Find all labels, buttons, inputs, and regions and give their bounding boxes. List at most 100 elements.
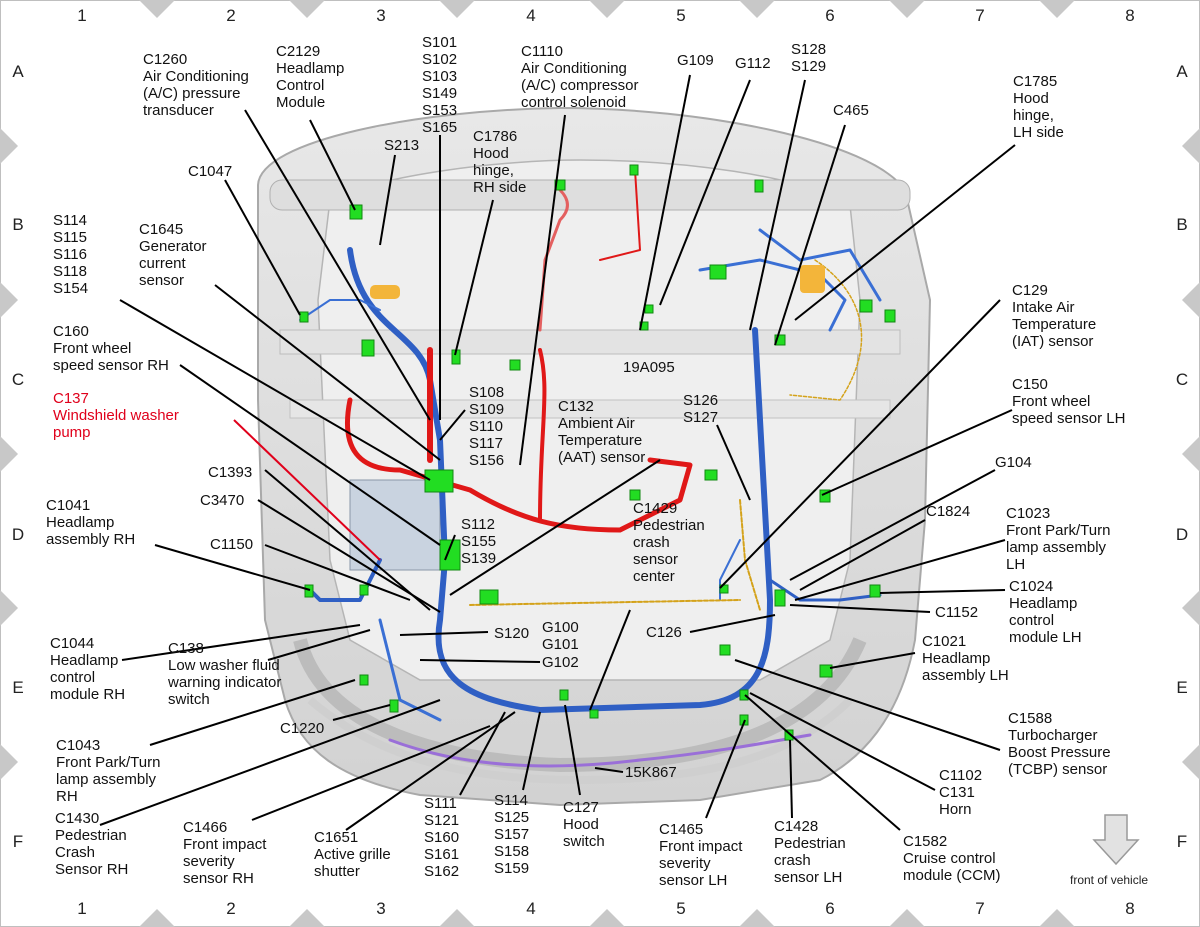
label-c1465: C1465 Front impact severity sensor LH bbox=[659, 821, 743, 889]
grid-col-bottom: 3 bbox=[376, 899, 386, 918]
relay-block bbox=[800, 265, 825, 293]
grid-col-top: 1 bbox=[77, 6, 87, 25]
label-c1021: C1021 Headlamp assembly LH bbox=[922, 633, 1009, 684]
border-marker bbox=[739, 0, 775, 18]
fuse-holder bbox=[370, 285, 400, 299]
label-s128-group: S128 S129 bbox=[791, 41, 827, 75]
front-arrow-icon bbox=[1092, 814, 1140, 866]
part-number-15k867: 15K867 bbox=[625, 764, 677, 781]
label-c1645: C1645 Generator current sensor bbox=[139, 221, 207, 289]
grid-col-top: 7 bbox=[975, 6, 985, 25]
label-c1024: C1024 Headlamp control module LH bbox=[1009, 578, 1082, 646]
grid-row-left: B bbox=[12, 215, 24, 234]
label-s114-group: S114 S115 S116 S118 S154 bbox=[53, 212, 89, 297]
battery-box bbox=[349, 479, 441, 571]
grid-row-right: E bbox=[1176, 678, 1188, 697]
label-c1786: C1786 Hood hinge, RH side bbox=[473, 128, 527, 196]
label-s101-group: S101 S102 S103 S149 S153 S165 bbox=[422, 34, 458, 136]
label-c129: C129 Intake Air Temperature (IAT) sensor bbox=[1012, 282, 1097, 350]
grid-col-bottom: 4 bbox=[526, 899, 536, 918]
label-c1220: C1220 bbox=[280, 720, 325, 737]
label-c160: C160 Front wheel speed sensor RH bbox=[53, 323, 169, 374]
harness-routes bbox=[299, 169, 882, 768]
grid-col-bottom: 6 bbox=[825, 899, 835, 918]
grid-row-right: C bbox=[1175, 370, 1189, 389]
border-marker bbox=[439, 909, 475, 927]
border-marker bbox=[1182, 436, 1200, 472]
label-c1043: C1043 Front Park/Turn lamp assembly RH bbox=[56, 737, 161, 805]
border-marker bbox=[0, 436, 18, 472]
label-g112: G112 bbox=[735, 55, 771, 72]
label-s126-group: S126 S127 bbox=[683, 392, 719, 426]
border-marker bbox=[589, 909, 625, 927]
label-c1152: C1152 bbox=[935, 604, 979, 621]
grid-col-bottom: 1 bbox=[77, 899, 87, 918]
label-c1430: C1430 Pedestrian Crash Sensor RH bbox=[55, 810, 129, 878]
grid-col-top: 8 bbox=[1125, 6, 1135, 25]
border-marker bbox=[889, 909, 925, 927]
label-c150: C150 Front wheel speed sensor LH bbox=[1012, 376, 1126, 427]
grid-row-right: F bbox=[1176, 832, 1188, 851]
grid-row-left: A bbox=[12, 62, 24, 81]
label-c127: C127 Hood switch bbox=[563, 799, 605, 850]
grid-col-top: 5 bbox=[676, 6, 686, 25]
label-g102: G102 bbox=[542, 654, 579, 671]
vehicle-body bbox=[257, 106, 932, 807]
label-c132: C132 Ambient Air Temperature (AAT) senso… bbox=[558, 398, 646, 466]
label-s120: S120 bbox=[494, 625, 530, 642]
label-c1102-group: C1102 C131 Horn bbox=[939, 767, 983, 818]
label-s108-group: S108 S109 S110 S117 S156 bbox=[469, 384, 505, 469]
grid-row-right: A bbox=[1176, 62, 1188, 81]
label-c1044: C1044 Headlamp control module RH bbox=[50, 635, 126, 703]
border-marker bbox=[0, 744, 18, 780]
grid-col-bottom: 7 bbox=[975, 899, 985, 918]
border-marker bbox=[289, 909, 325, 927]
border-marker bbox=[1039, 909, 1075, 927]
border-marker bbox=[1182, 128, 1200, 164]
grid-col-top: 3 bbox=[376, 6, 386, 25]
label-c1824: C1824 bbox=[926, 503, 971, 520]
label-c1041: C1041 Headlamp assembly RH bbox=[46, 497, 136, 548]
border-marker bbox=[739, 909, 775, 927]
label-s213: S213 bbox=[384, 137, 420, 154]
border-marker bbox=[139, 909, 175, 927]
border-marker bbox=[0, 590, 18, 626]
grid-row-left: D bbox=[11, 525, 25, 544]
border-marker bbox=[589, 0, 625, 18]
border-marker bbox=[0, 282, 18, 318]
border-marker bbox=[0, 128, 18, 164]
label-c1023: C1023 Front Park/Turn lamp assembly LH bbox=[1006, 505, 1111, 573]
grid-row-left: F bbox=[12, 832, 24, 851]
border-marker bbox=[1182, 282, 1200, 318]
border-marker bbox=[289, 0, 325, 18]
border-marker bbox=[1182, 590, 1200, 626]
label-c1428: C1428 Pedestrian crash sensor LH bbox=[774, 818, 846, 886]
grid-col-bottom: 2 bbox=[226, 899, 236, 918]
label-c1260: C1260 Air Conditioning (A/C) pressure tr… bbox=[143, 51, 249, 119]
grid-col-top: 6 bbox=[825, 6, 835, 25]
leader-lines bbox=[99, 74, 1016, 831]
label-s111-group: S111 S121 S160 S161 S162 bbox=[424, 795, 460, 880]
border-marker bbox=[1182, 744, 1200, 780]
label-c1429: C1429 Pedestrian crash sensor center bbox=[633, 500, 705, 585]
grid-col-bottom: 5 bbox=[676, 899, 686, 918]
label-c1110: C1110 Air Conditioning (A/C) compressor … bbox=[521, 43, 639, 111]
label-c465: C465 bbox=[833, 102, 869, 119]
border-marker bbox=[1039, 0, 1075, 18]
label-c1466: C1466 Front impact severity sensor RH bbox=[183, 819, 267, 887]
label-c1588: C1588 Turbocharger Boost Pressure (TCBP)… bbox=[1008, 710, 1111, 778]
grid-row-right: B bbox=[1176, 215, 1188, 234]
label-c2129: C2129 Headlamp Control Module bbox=[276, 43, 345, 111]
label-g109: G109 bbox=[677, 52, 714, 69]
grid-col-top: 4 bbox=[526, 6, 536, 25]
border-marker bbox=[439, 0, 475, 18]
grid-row-left: E bbox=[12, 678, 24, 697]
label-c1785: C1785 Hood hinge, LH side bbox=[1013, 73, 1064, 141]
front-of-vehicle-label: front of vehicle bbox=[1070, 873, 1149, 887]
border-marker bbox=[889, 0, 925, 18]
label-g104: G104 bbox=[995, 454, 1032, 471]
grid-row-right: D bbox=[1175, 525, 1189, 544]
label-c126: C126 bbox=[646, 624, 682, 641]
